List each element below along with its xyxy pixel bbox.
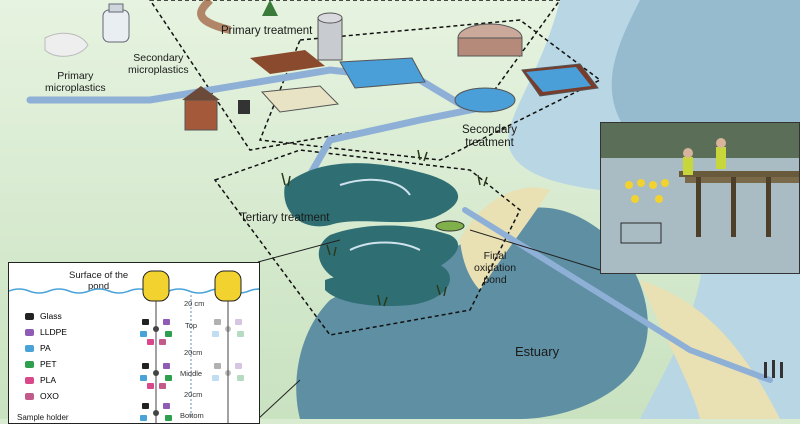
label-secondary-microplastics: Secondary microplastics xyxy=(128,52,189,76)
buoy-left xyxy=(142,270,170,302)
sample-cluster-top xyxy=(140,319,172,345)
outfall-diffuser xyxy=(764,360,783,378)
microplastic-bottle xyxy=(102,3,130,43)
legend-label: PLA xyxy=(40,375,57,385)
photo-callout-line xyxy=(469,229,601,271)
oxidation-pond-1 xyxy=(284,163,459,227)
depth-label-top-gap: 20 cm xyxy=(184,299,205,308)
inset-callout-line-2 xyxy=(257,379,301,419)
secondary-zone-boundary xyxy=(258,19,602,161)
tree xyxy=(262,0,278,16)
tertiary-zone-boundary xyxy=(213,149,521,336)
legend-item-lldpe: LLDPE xyxy=(25,327,67,337)
legend-item-pet: PET xyxy=(25,359,57,369)
level-label-bottom: Bottom xyxy=(180,411,204,420)
label-primary-treatment: Primary treatment xyxy=(221,25,313,37)
final-oxidation-pond xyxy=(435,220,465,232)
level-label-top: Top xyxy=(185,321,198,330)
sample-holder-inset: Surface of the pond xyxy=(8,262,260,424)
label-secondary-treatment-line1: Secondary xyxy=(462,124,517,136)
far-shore xyxy=(601,123,799,158)
reeds xyxy=(281,149,488,307)
sample-cluster-ghost xyxy=(212,319,244,381)
flow-arrow-2 xyxy=(349,241,421,251)
label-secondary-microplastics-line1: Secondary xyxy=(133,52,184,64)
label-primary-microplastics-line2: microplastics xyxy=(45,82,106,95)
legend-swatch xyxy=(25,328,34,336)
level-label-middle: Middle xyxy=(180,369,203,378)
field-photo-drawing xyxy=(601,123,799,273)
legend-item-pa: PA xyxy=(25,343,51,353)
legend-item-pla: PLA xyxy=(25,375,56,385)
sample-cluster-middle xyxy=(140,363,172,389)
screen xyxy=(238,100,250,114)
legend-swatch xyxy=(25,344,34,352)
primary-clarifier xyxy=(339,57,426,89)
inset-surface-line1: Surface of the xyxy=(69,270,129,281)
flow-arrow-1 xyxy=(339,178,411,196)
jetty-deck xyxy=(685,177,799,183)
outfall-pipe xyxy=(462,207,773,383)
inset-footer: Sample holder xyxy=(17,413,69,422)
inset-callout-line-1 xyxy=(257,239,341,263)
sludge-bed xyxy=(250,50,325,74)
jetty-rail xyxy=(679,171,799,177)
legend-label: OXO xyxy=(40,391,59,401)
legend-label: PET xyxy=(40,359,57,369)
jetty-post-3 xyxy=(766,177,771,237)
sample-buoys xyxy=(625,179,669,203)
label-estuary: Estuary xyxy=(515,344,560,359)
microplastic-pile xyxy=(44,32,89,57)
building xyxy=(260,85,340,113)
legend-item-glass: Glass xyxy=(25,311,62,321)
legend-label: PA xyxy=(40,343,51,353)
label-final-line2: oxidation xyxy=(474,262,517,275)
label-primary-microplastics-line1: Primary xyxy=(57,70,94,82)
field-photo xyxy=(600,122,800,274)
depth-label-bottom-gap: 20cm xyxy=(184,390,203,399)
main-pipe xyxy=(26,66,480,179)
pump-house xyxy=(184,99,218,131)
label-secondary-treatment: Secondary treatment xyxy=(462,124,517,150)
legend-swatch xyxy=(25,360,34,368)
silo xyxy=(317,17,343,61)
estuary-water xyxy=(296,207,648,419)
legend-swatch xyxy=(25,376,34,384)
worker-1 xyxy=(716,147,726,169)
legend-label: LLDPE xyxy=(40,327,67,337)
legend-swatch xyxy=(25,392,34,400)
buoy-right xyxy=(214,270,242,302)
worker-2 xyxy=(683,157,693,175)
legend-label: Glass xyxy=(40,311,62,321)
label-primary-microplastics: Primary microplastics xyxy=(45,70,106,94)
sample-frame-reflection xyxy=(620,222,662,244)
jetty-post-2 xyxy=(731,177,736,237)
secondary-clarifier xyxy=(454,87,516,113)
inset-surface-label: Surface of the pond xyxy=(69,270,129,293)
inset-surface-line2: pond xyxy=(88,280,110,292)
label-final-line1: Final xyxy=(483,250,507,262)
jetty-post-1 xyxy=(696,177,701,237)
depth-label-middle-gap: 20cm xyxy=(184,348,203,357)
label-secondary-treatment-line2: treatment xyxy=(465,137,514,150)
oxidation-pond-3 xyxy=(325,265,450,307)
sludge-arrow xyxy=(197,0,231,34)
label-tertiary-treatment: Tertiary treatment xyxy=(240,212,330,224)
label-final-line3: pond xyxy=(483,274,507,287)
legend-item-oxo: OXO xyxy=(25,391,59,401)
label-final-oxidation-pond: Final oxidation pond xyxy=(474,250,516,286)
legend-swatch xyxy=(25,312,34,320)
label-secondary-microplastics-line2: microplastics xyxy=(128,64,189,77)
sand-bank-east xyxy=(640,280,780,419)
